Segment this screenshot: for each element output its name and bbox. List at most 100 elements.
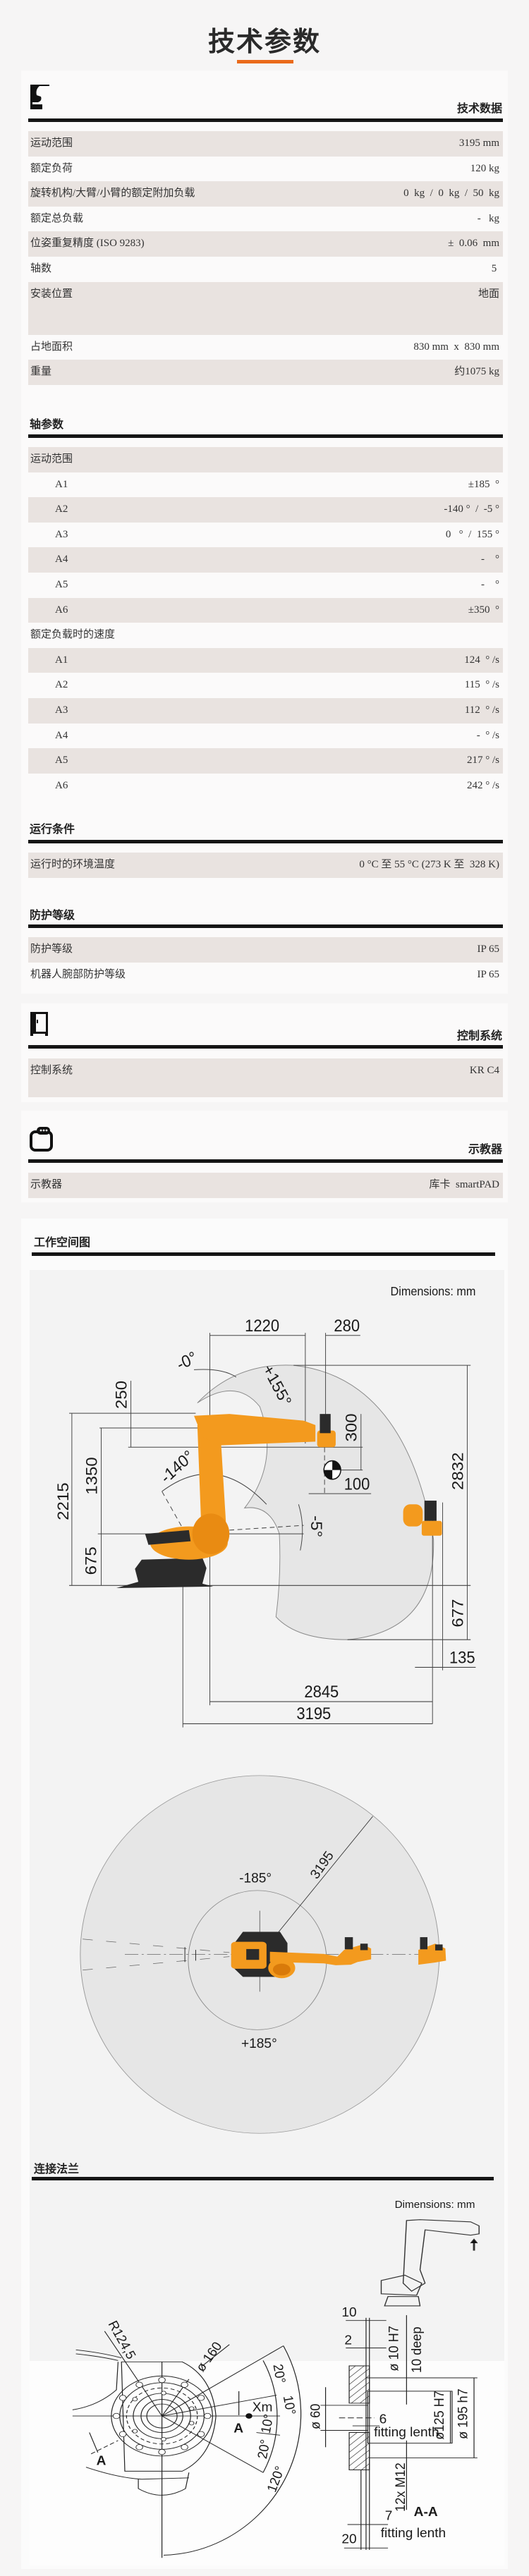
row-label: 机器人腕部防护等级 — [30, 968, 126, 980]
tech-row: 重量约1075 kg — [28, 360, 503, 385]
work-envelope — [197, 1365, 434, 1640]
row-label: 额定负荷 — [30, 162, 73, 174]
dim-2845: 2845 — [304, 1682, 339, 1701]
axis-row: A6 ±350 ° — [28, 597, 503, 623]
label-2: 2 — [344, 2333, 352, 2347]
row-label: A5 — [55, 578, 68, 590]
label-d160: ø 160 — [193, 2339, 225, 2374]
row-value: 115 ° /s — [464, 679, 499, 691]
dim-677: 677 — [449, 1599, 466, 1627]
row-value: - kg — [477, 212, 499, 224]
row-label: A1 — [55, 478, 68, 490]
teach-table: 示教器库卡 smartPAD — [28, 1173, 503, 1198]
axis-row: A4 - ° /s — [28, 724, 503, 749]
row-label: 控制系统 — [30, 1065, 73, 1076]
divider — [32, 1252, 495, 1256]
title-underline — [237, 60, 293, 63]
label-10-deep: 10 deep — [408, 2327, 424, 2374]
dim-1220: 1220 — [245, 1316, 279, 1335]
flange-heading: 连接法兰 — [34, 2162, 80, 2175]
label-section-a-left: A — [97, 2453, 107, 2467]
row-label: A6 — [55, 604, 68, 616]
row-label: A2 — [55, 503, 68, 515]
row-value: IP 65 — [477, 968, 499, 980]
label-6: 6 — [379, 2412, 387, 2426]
row-value: ±185 ° — [468, 478, 499, 490]
tech-row: 位姿重复精度 (ISO 9283)± 0.06 mm — [28, 231, 503, 257]
row-label: 重量 — [30, 366, 52, 378]
row-value: 0 kg / 0 kg / 50 kg — [403, 188, 499, 200]
row-label: 轴数 — [30, 262, 52, 274]
flange-lower-background — [30, 2361, 504, 2565]
label-fitting-length-2: fitting lenth — [381, 2525, 446, 2539]
row-value: 830 mm x 830 mm — [413, 341, 499, 353]
row-value: 3195 mm — [458, 138, 499, 149]
dim-2832: 2832 — [449, 1452, 467, 1490]
workspace-side-view: Dimensions: mm 1220 280 -0° +155° 250 — [54, 1284, 476, 1728]
teach-heading: 示教器 — [468, 1142, 502, 1156]
dim-135: 135 — [449, 1648, 475, 1667]
label-angle-10a: 10° — [281, 2394, 299, 2416]
row-value: IP 65 — [477, 944, 499, 955]
row-value: 0 ° / 155 ° — [445, 528, 499, 540]
row-value: ±350 ° — [468, 604, 499, 616]
workspace-top-view: -185° +185° 3195 — [80, 1775, 446, 2134]
label-7: 7 — [385, 2508, 393, 2522]
row-label: A6 — [55, 779, 68, 791]
row-label: A4 — [55, 554, 68, 566]
axis-row: A5 217 ° /s — [28, 748, 503, 774]
row-label: 安装位置 — [30, 288, 73, 300]
dim-675: 675 — [82, 1546, 99, 1575]
label-d10-h7: ø 10 H7 — [386, 2326, 401, 2371]
row-label: 额定总负载 — [30, 212, 84, 224]
row-value: 112 ° /s — [464, 704, 499, 716]
operating-heading: 运行条件 — [30, 822, 75, 836]
mini-robot-icon — [380, 2219, 480, 2307]
angle-plus185: +185° — [241, 2037, 277, 2051]
robot-top-illustration — [231, 1931, 446, 1979]
label-fitting-length-1: fitting lenth — [374, 2425, 439, 2439]
axis-row: A2-140 ° / -5 ° — [28, 497, 503, 523]
row-value: 库卡 smartPAD — [429, 1179, 499, 1190]
axis-group-row: 额定负载时的速度 — [28, 623, 503, 648]
label-d125-h7: ø125 H7 — [432, 2391, 447, 2440]
dimension-lines — [69, 1333, 476, 1728]
divider — [28, 924, 503, 928]
controller-heading: 控制系统 — [456, 1029, 502, 1042]
angle-minus185: -185° — [239, 1871, 272, 1886]
angle-minus140: -140° — [157, 1446, 197, 1487]
protection-row: 防护等级 IP 65 — [28, 937, 503, 963]
dim-300: 300 — [343, 1413, 360, 1441]
row-value: 0 °C 至 55 °C (273 K 至 328 K) — [359, 859, 499, 870]
protection-row: 机器人腕部防护等级 IP 65 — [28, 963, 503, 988]
dimensions-label: Dimensions: mm — [390, 1284, 475, 1298]
row-label: 防护等级 — [30, 944, 73, 955]
row-value: 124 ° /s — [464, 654, 499, 666]
row-label: A5 — [55, 755, 68, 767]
dim-250: 250 — [112, 1381, 130, 1409]
label-xm: Xm — [253, 2400, 273, 2414]
dim-100: 100 — [344, 1474, 370, 1493]
robot-side-illustration — [116, 1414, 442, 1588]
group-label: 运动范围 — [30, 453, 73, 465]
axis-heading: 轴参数 — [30, 417, 64, 431]
row-value: - ° /s — [476, 729, 499, 741]
flange-section-view — [320, 2315, 478, 2550]
xm-point — [245, 2413, 253, 2419]
row-label: A4 — [55, 729, 68, 741]
divider — [28, 1159, 503, 1163]
angle-minus5: -5° — [308, 1515, 325, 1537]
row-value: 217 ° /s — [466, 755, 499, 767]
row-label: 占地面积 — [30, 341, 73, 353]
dim-1350: 1350 — [83, 1457, 100, 1495]
flange-drawing: Dimensions: mm R124,5 ø 160 — [72, 2199, 480, 2558]
